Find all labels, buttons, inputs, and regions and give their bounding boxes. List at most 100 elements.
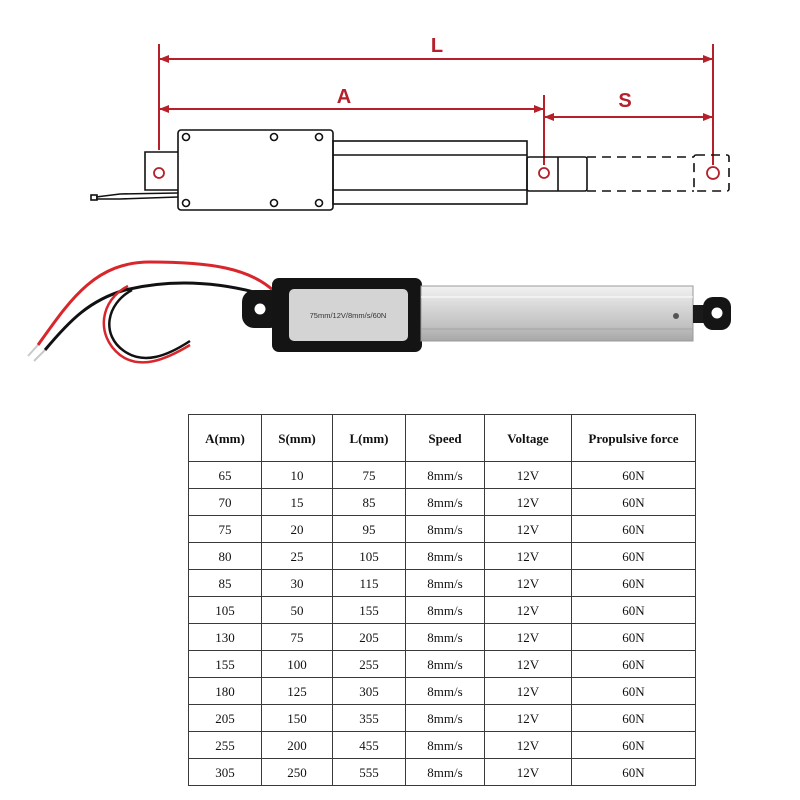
table-cell: 8mm/s <box>405 596 485 624</box>
table-cell: 8mm/s <box>405 731 485 759</box>
hole-marker-rear <box>153 167 165 179</box>
table-cell: 12V <box>484 515 572 543</box>
table-cell: 85 <box>188 569 262 597</box>
screw <box>269 132 279 142</box>
table-cell: 60N <box>571 515 696 543</box>
column-header: S(mm) <box>261 414 333 462</box>
table-cell: 100 <box>261 650 333 678</box>
table-cell: 250 <box>261 758 333 786</box>
arrow-l-right <box>703 55 713 63</box>
table-cell: 205 <box>332 623 406 651</box>
table-cell: 12V <box>484 488 572 516</box>
table-cell: 105 <box>188 596 262 624</box>
hole-marker-rod <box>538 167 550 179</box>
table-cell: 255 <box>188 731 262 759</box>
table-cell: 155 <box>332 596 406 624</box>
wire-tip <box>90 194 98 201</box>
tube-screw <box>673 313 679 319</box>
table-cell: 8mm/s <box>405 569 485 597</box>
table-cell: 10 <box>261 461 333 489</box>
table-cell: 12V <box>484 731 572 759</box>
table-cell: 12V <box>484 623 572 651</box>
arrow-s-right <box>703 113 713 121</box>
table-cell: 8mm/s <box>405 704 485 732</box>
table-cell: 25 <box>261 542 333 570</box>
table-cell: 155 <box>188 650 262 678</box>
table-cell: 30 <box>261 569 333 597</box>
table-cell: 8mm/s <box>405 488 485 516</box>
table-cell: 150 <box>261 704 333 732</box>
table-cell: 75 <box>332 461 406 489</box>
table-cell: 12V <box>484 758 572 786</box>
wire-loop <box>102 284 191 364</box>
table-cell: 555 <box>332 758 406 786</box>
table-cell: 12V <box>484 677 572 705</box>
table-cell: 115 <box>332 569 406 597</box>
table-cell: 12V <box>484 650 572 678</box>
housing-label-plate <box>289 289 408 341</box>
column-header: Voltage <box>484 414 572 462</box>
table-cell: 305 <box>188 758 262 786</box>
outline-drawing <box>90 129 588 211</box>
table-cell: 8mm/s <box>405 758 485 786</box>
table-cell: 60N <box>571 650 696 678</box>
column-header: Propulsive force <box>571 414 696 462</box>
dimension-lines <box>158 44 714 165</box>
wire-outline <box>95 192 179 200</box>
hole-marker-extended <box>706 166 720 180</box>
table-cell: 255 <box>332 650 406 678</box>
table-cell: 95 <box>332 515 406 543</box>
table-cell: 130 <box>188 623 262 651</box>
screw <box>181 132 191 142</box>
outer-tube-photo <box>420 285 694 342</box>
table-cell: 12V <box>484 542 572 570</box>
label-l: L <box>431 35 443 57</box>
table-cell: 12V <box>484 569 572 597</box>
table-cell: 60N <box>571 758 696 786</box>
table-cell: 60N <box>571 596 696 624</box>
actuator-photo: 75mm/12V/8mm/s/60N <box>27 260 731 364</box>
table-cell: 12V <box>484 704 572 732</box>
wire-ends <box>27 344 46 362</box>
table-cell: 12V <box>484 461 572 489</box>
column-header: L(mm) <box>332 414 406 462</box>
screw <box>181 198 191 208</box>
dimension-arrows <box>159 55 713 121</box>
table-cell: 60N <box>571 677 696 705</box>
label-s: S <box>618 90 631 112</box>
table-cell: 75 <box>188 515 262 543</box>
table-cell: 60N <box>571 488 696 516</box>
table-cell: 8mm/s <box>405 461 485 489</box>
wire-black <box>43 281 276 351</box>
table-cell: 60N <box>571 569 696 597</box>
arrow-s-left <box>544 113 554 121</box>
table-cell: 8mm/s <box>405 542 485 570</box>
table-cell: 15 <box>261 488 333 516</box>
arrow-a-left <box>159 105 169 113</box>
label-a: A <box>337 86 351 108</box>
housing-label-text: 75mm/12V/8mm/s/60N <box>310 311 387 320</box>
table-cell: 85 <box>332 488 406 516</box>
table-cell: 455 <box>332 731 406 759</box>
table-cell: 60N <box>571 731 696 759</box>
column-header: A(mm) <box>188 414 262 462</box>
arrow-l-left <box>159 55 169 63</box>
table-cell: 80 <box>188 542 262 570</box>
table-cell: 8mm/s <box>405 650 485 678</box>
table-cell: 60N <box>571 461 696 489</box>
rear-mount-tab <box>144 151 178 191</box>
table-cell: 50 <box>261 596 333 624</box>
